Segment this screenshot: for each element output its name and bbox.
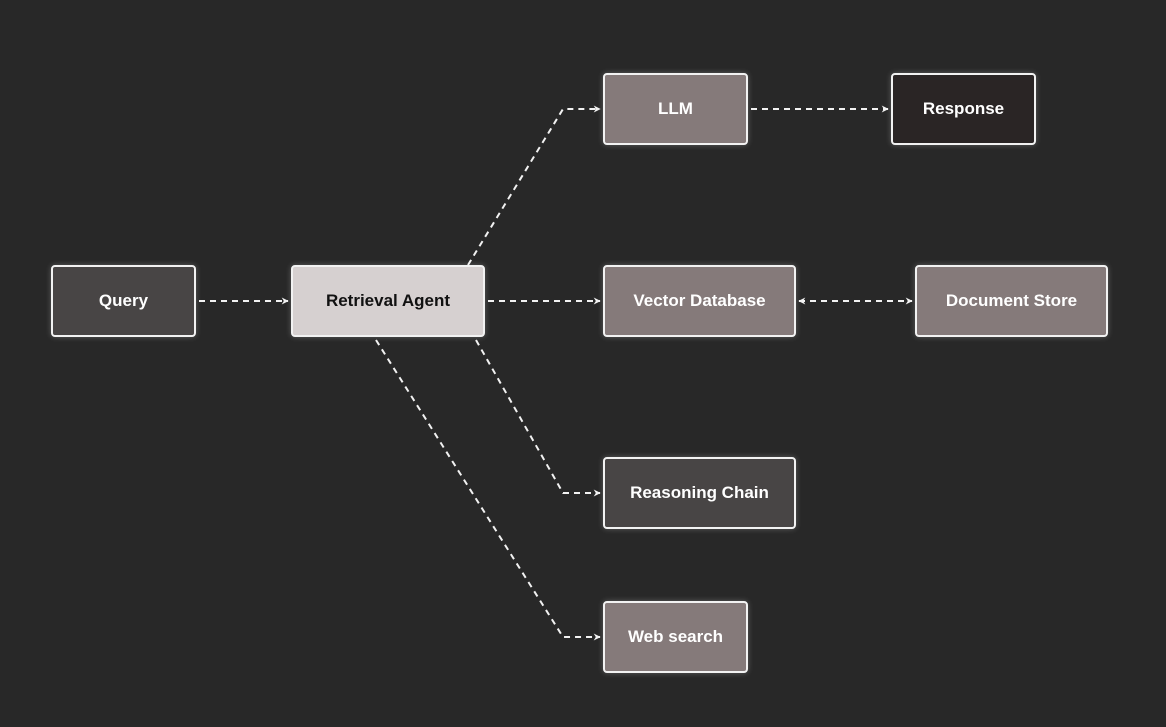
node-response[interactable]: Response: [891, 73, 1036, 145]
node-vector-database-label: Vector Database: [633, 291, 766, 310]
node-reasoning-chain-label: Reasoning Chain: [630, 483, 769, 502]
edge-retrieval-agent-to-reasoning-chain: [475, 339, 601, 497]
edge-retrieval-agent-to-llm: [467, 105, 601, 266]
node-web-search[interactable]: Web search: [603, 601, 748, 673]
node-web-search-label: Web search: [627, 627, 724, 646]
edge-retrieval-agent-to-web-search: [375, 339, 601, 641]
node-llm[interactable]: LLM: [603, 73, 748, 145]
node-document-store-label: Document Store: [945, 291, 1078, 310]
node-query[interactable]: Query: [51, 265, 196, 337]
node-retrieval-agent-label: Retrieval Agent: [325, 291, 451, 310]
node-reasoning-chain[interactable]: Reasoning Chain: [603, 457, 796, 529]
node-document-store[interactable]: Document Store: [915, 265, 1108, 337]
node-retrieval-agent[interactable]: Retrieval Agent: [291, 265, 485, 337]
node-query-label: Query: [98, 291, 149, 310]
node-vector-database[interactable]: Vector Database: [603, 265, 796, 337]
node-response-label: Response: [922, 99, 1005, 118]
node-llm-label: LLM: [658, 99, 693, 118]
